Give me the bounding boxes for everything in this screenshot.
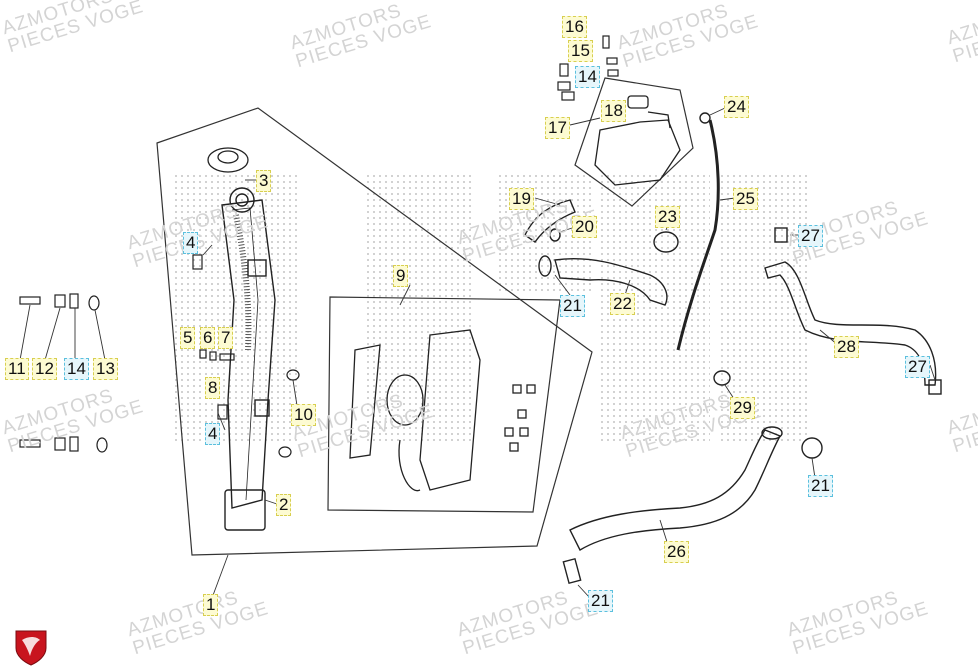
part-callout-27[interactable]: 27	[798, 225, 823, 247]
radiator-cap	[207, 147, 249, 173]
part-callout-7[interactable]: 7	[218, 327, 234, 349]
part-callout-21[interactable]: 21	[588, 590, 613, 612]
bolts-top	[557, 35, 619, 101]
coolant-reservoir	[594, 95, 681, 186]
part-callout-1[interactable]: 1	[203, 594, 219, 616]
part-callout-13[interactable]: 13	[93, 358, 118, 380]
fan-assembly-frame	[327, 296, 561, 513]
part-callout-10[interactable]: 10	[291, 404, 316, 426]
fan-motor	[349, 329, 536, 492]
part-callout-27[interactable]: 27	[905, 356, 930, 378]
part-callout-14[interactable]: 14	[64, 358, 89, 380]
radiator-assembly-outline	[156, 107, 593, 556]
part-callout-21[interactable]: 21	[560, 295, 585, 317]
part-callout-20[interactable]: 20	[572, 216, 597, 238]
bolts-left	[19, 254, 300, 458]
part-callout-24[interactable]: 24	[724, 96, 749, 118]
part-callout-4[interactable]: 4	[183, 232, 199, 254]
part-callout-16[interactable]: 16	[562, 16, 587, 38]
part-callout-3[interactable]: 3	[256, 170, 272, 192]
part-callout-18[interactable]: 18	[601, 100, 626, 122]
part-callout-14[interactable]: 14	[575, 66, 600, 88]
part-callout-22[interactable]: 22	[610, 293, 635, 315]
part-callout-15[interactable]: 15	[568, 40, 593, 62]
part-callout-4[interactable]: 4	[205, 423, 221, 445]
part-callout-12[interactable]: 12	[32, 358, 57, 380]
part-callout-2[interactable]: 2	[276, 494, 292, 516]
part-callout-17[interactable]: 17	[545, 117, 570, 139]
part-callout-8[interactable]: 8	[205, 377, 221, 399]
part-callout-21[interactable]: 21	[808, 475, 833, 497]
part-callout-26[interactable]: 26	[664, 541, 689, 563]
part-callout-19[interactable]: 19	[509, 188, 534, 210]
part-callout-29[interactable]: 29	[730, 397, 755, 419]
part-callout-23[interactable]: 23	[655, 206, 680, 228]
part-callout-11[interactable]: 11	[5, 358, 29, 380]
part-callout-28[interactable]: 28	[834, 336, 859, 358]
azmotors-logo	[15, 630, 47, 666]
part-callout-25[interactable]: 25	[733, 188, 758, 210]
part-callout-5[interactable]: 5	[180, 327, 196, 349]
part-callout-9[interactable]: 9	[393, 265, 409, 287]
part-callout-6[interactable]: 6	[200, 327, 216, 349]
